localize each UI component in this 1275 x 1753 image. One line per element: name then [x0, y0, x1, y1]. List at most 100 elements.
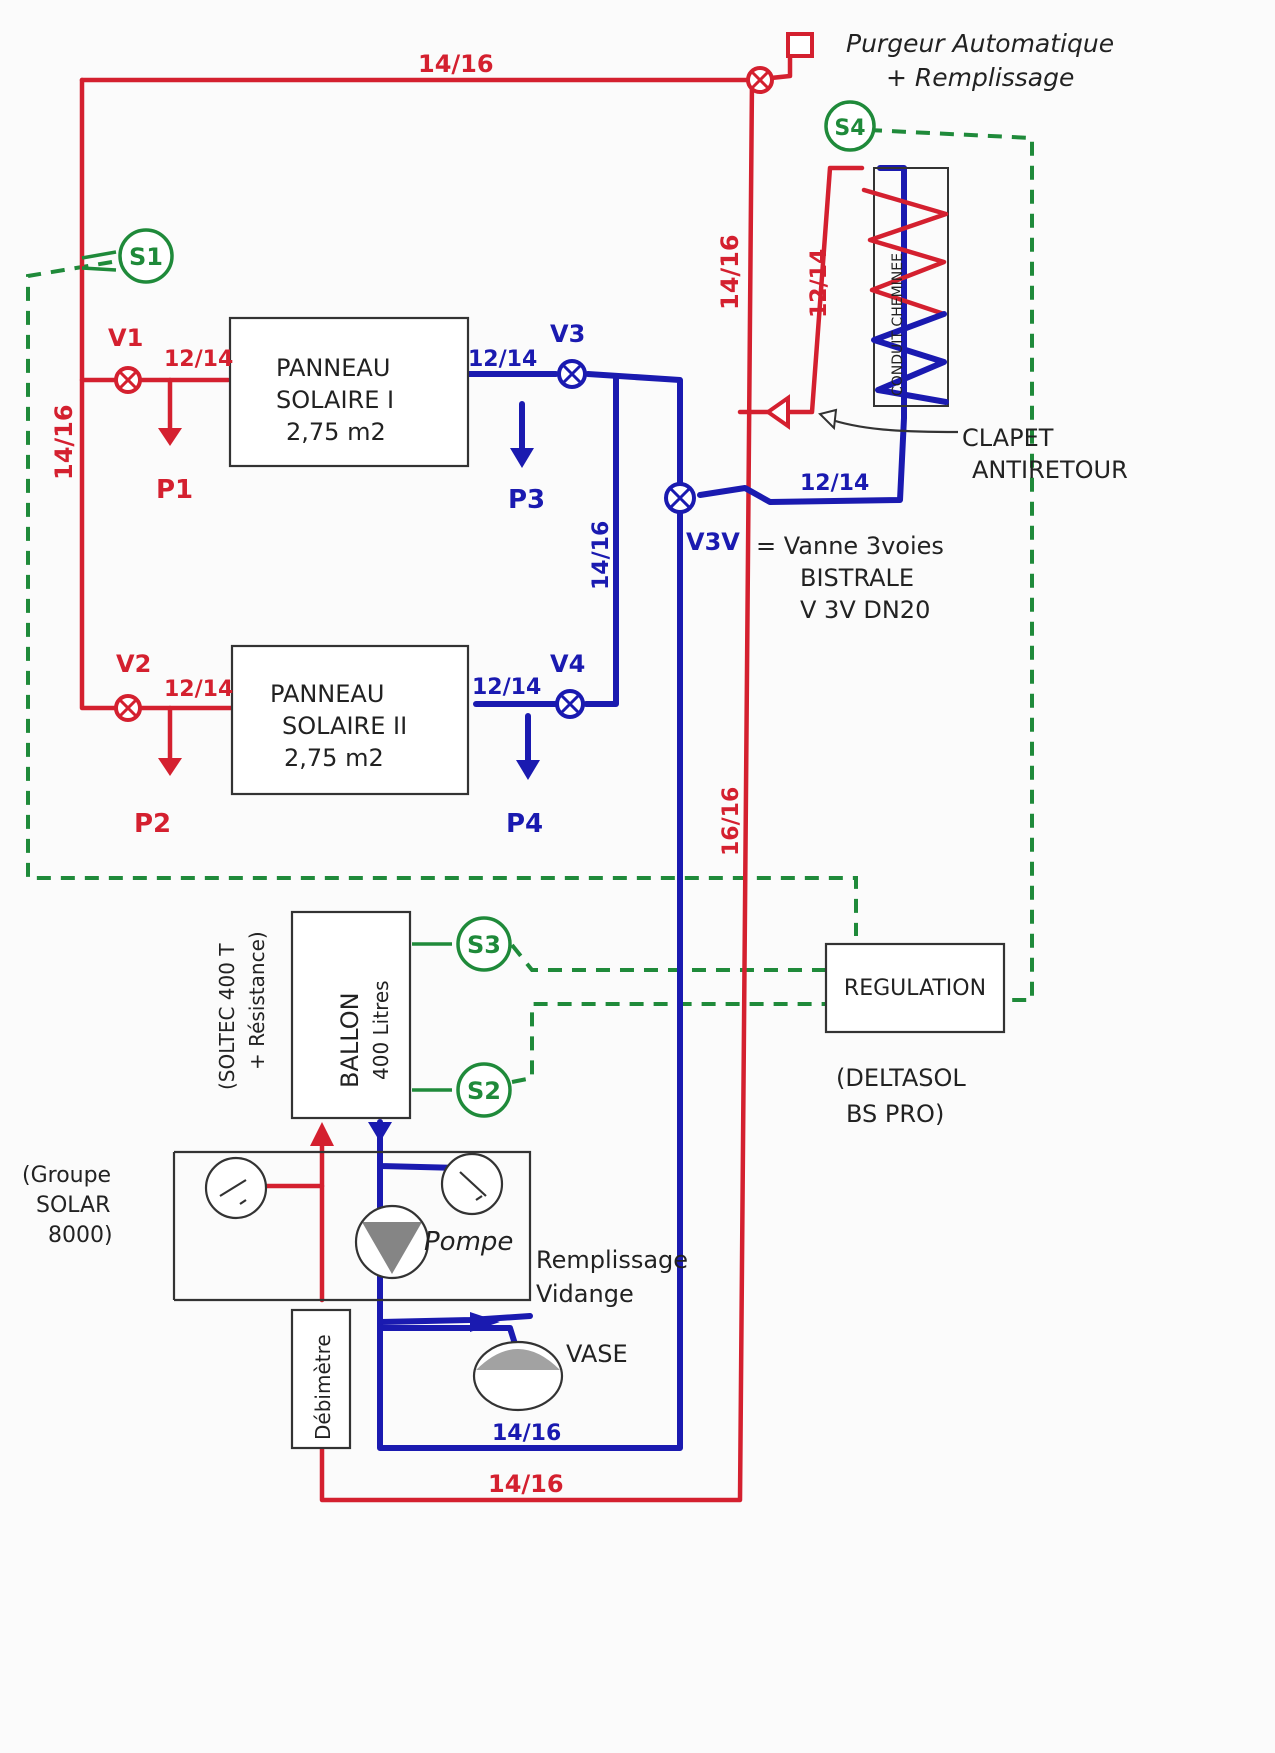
p1-arrow [158, 428, 182, 446]
drain-arrows [158, 428, 540, 1332]
v3-to-v3v [585, 371, 683, 491]
p2-arrow [158, 758, 182, 776]
coil-red-part [861, 187, 949, 317]
cold-pipes [377, 165, 907, 1451]
s2-wire [511, 1002, 826, 1084]
regulation-paren1: (DELTASOL [836, 1064, 966, 1092]
p1-label: P1 [156, 475, 193, 505]
v3v-valve [664, 482, 696, 514]
sensors [81, 100, 876, 1118]
valves [114, 32, 959, 722]
ballon-side2: + Résistance) [245, 931, 269, 1070]
panel1-line3: 2,75 m2 [286, 418, 386, 446]
vase-label: VASE [566, 1340, 628, 1368]
v3v-label: V3V [686, 528, 740, 556]
p4-label: P4 [506, 809, 543, 839]
left-pipe [79, 77, 121, 711]
s2-label: S2 [467, 1077, 501, 1105]
s1-wire [26, 260, 858, 936]
remplissage-line2: Vidange [536, 1280, 634, 1308]
blue-vertical [583, 375, 619, 707]
pipe-label-p2out: 12/14 [472, 675, 541, 700]
top-valve [746, 66, 774, 94]
s3-label: S3 [467, 931, 501, 959]
pipe-label-p1in: 12/14 [164, 347, 233, 372]
purgeur-box [786, 32, 814, 58]
fill-arrow [470, 1312, 500, 1332]
groupe-line1: (Groupe [22, 1163, 111, 1188]
pipe-label-redlow: 16/16 [719, 787, 744, 856]
s2-sensor [456, 1062, 512, 1118]
s3-sensor [456, 916, 512, 972]
v3v-desc-line2: BISTRALE [800, 564, 914, 592]
v1-valve [114, 366, 142, 394]
blue-return [377, 507, 683, 1451]
boxes [172, 316, 1006, 1450]
v3v-desc-line1: = Vanne 3voies [756, 532, 944, 560]
s3-wire [510, 943, 826, 972]
hot-up-arrow [310, 1122, 334, 1146]
ballon-line2: 400 Litres [369, 980, 393, 1080]
v3v-desc-line3: V 3V DN20 [800, 596, 930, 624]
clapet-line1: CLAPET [962, 424, 1054, 452]
v1-label: V1 [108, 324, 143, 352]
ballon-side1: (SOLTEC 400 T [215, 943, 239, 1090]
v3-label: V3 [550, 320, 585, 348]
pipe-label-bluebottom: 14/16 [492, 1421, 561, 1446]
debimetre-box [290, 1308, 352, 1450]
fill-line [377, 1313, 533, 1325]
check-valve [764, 394, 790, 430]
p4-arrow [516, 760, 540, 780]
v2-label: V2 [116, 650, 151, 678]
clapet-line2: ANTIRETOUR [972, 456, 1128, 484]
pipe-label-left: 14/16 [50, 404, 78, 480]
hot-pipes [79, 47, 865, 1503]
panel1-line2: SOLAIRE I [276, 386, 394, 414]
panel1-box [228, 316, 470, 468]
coil-blue-part [871, 311, 949, 405]
right-red-return [319, 77, 755, 1503]
p3-label: P3 [508, 485, 545, 515]
pipe-label-coil: 12/14 [807, 249, 832, 318]
clapet-pointer [825, 416, 959, 434]
panel2-line3: 2,75 m2 [284, 744, 384, 772]
pipe-label-p2in: 12/14 [164, 677, 233, 702]
v3-valve [557, 359, 587, 389]
panel2-line1: PANNEAU [270, 680, 384, 708]
pompe-label: Pompe [424, 1227, 513, 1257]
pipe-label-rightvert: 14/16 [716, 234, 744, 310]
ballon-line1: BALLON [336, 992, 364, 1088]
s1-sensor [118, 228, 174, 284]
chimney-coil [861, 167, 949, 407]
ballon-box [290, 910, 412, 1120]
regulation-label: REGULATION [844, 976, 986, 1001]
v4-valve [555, 689, 585, 719]
pipe-label-top: 14/16 [418, 50, 494, 78]
pipe-label-bluevert: 14/16 [589, 521, 614, 590]
s4-wire [867, 128, 1034, 1002]
gauge-hot-link [259, 1173, 325, 1189]
gauge-left [204, 1156, 268, 1220]
coil-feed [737, 165, 865, 415]
regulation-paren2: BS PRO) [846, 1100, 944, 1128]
cold-down-arrow [368, 1122, 392, 1142]
purgeur-line1: Purgeur Automatique [846, 29, 1114, 58]
v4-label: V4 [550, 650, 585, 678]
groupe-box-edges [174, 1150, 532, 1302]
p3-arrow [510, 448, 534, 468]
s4-label: S4 [834, 116, 865, 141]
coil-label: CONDUIT CHEMINEE [890, 253, 906, 396]
purgeur-line2: + Remplissage [886, 63, 1074, 92]
debimetre-label: Débimètre [311, 1334, 335, 1440]
groupe-line3: 8000) [48, 1223, 113, 1248]
p2-label: P2 [134, 809, 171, 839]
pipe-label-p1out: 12/14 [468, 347, 537, 372]
pipe-label-coilreturn: 12/14 [800, 471, 869, 496]
panel2-box [230, 644, 470, 796]
groupe-line2: SOLAR [36, 1193, 110, 1218]
pipe-label-redbottom: 14/16 [488, 1470, 564, 1498]
s1-label: S1 [129, 243, 163, 271]
regulation-box [824, 942, 1006, 1034]
